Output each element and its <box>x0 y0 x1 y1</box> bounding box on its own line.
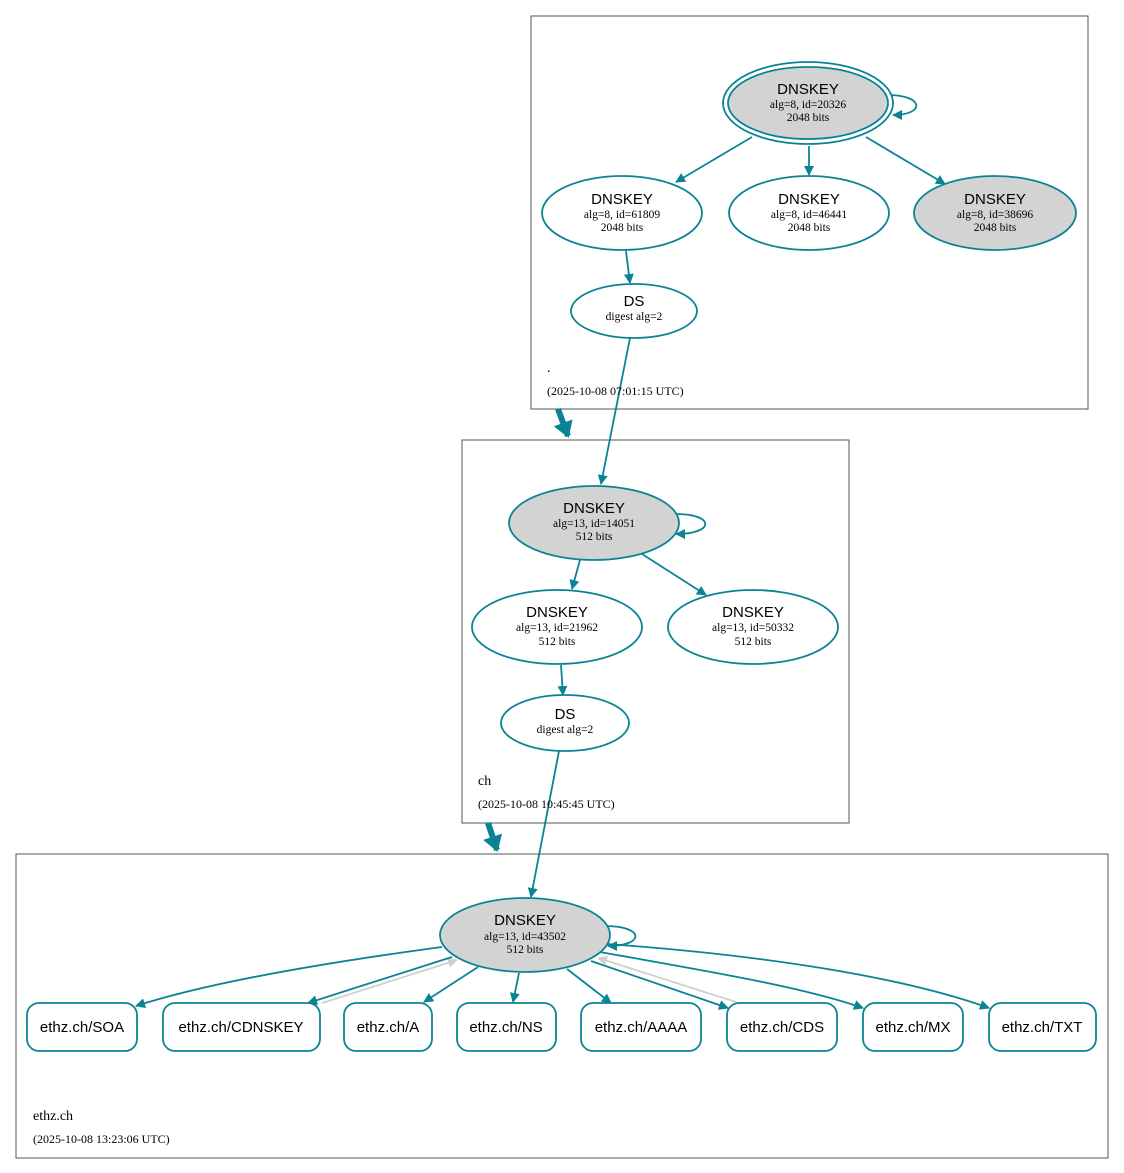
edge-ethz-ns <box>509 972 520 1003</box>
node-alg: digest alg=2 <box>537 724 594 736</box>
delegation-arrow-root-ch <box>553 407 573 438</box>
rrset-label: ethz.ch/CDS <box>740 1019 824 1036</box>
rrset-txt[interactable]: ethz.ch/TXT <box>988 1002 1097 1052</box>
node-title: DS <box>555 706 576 723</box>
node-alg: alg=13, id=14051 <box>553 518 635 530</box>
node-alg: alg=13, id=43502 <box>484 931 566 943</box>
edge-ch-zsk1-ds <box>557 664 568 696</box>
rrset-cds[interactable]: ethz.ch/CDS <box>726 1002 838 1052</box>
node-title: DNSKEY <box>777 81 839 98</box>
edge-ethz-cds <box>590 960 729 1010</box>
rrset-label: ethz.ch/A <box>357 1019 420 1036</box>
rrset-ns[interactable]: ethz.ch/NS <box>456 1002 557 1052</box>
rrset-label: ethz.ch/AAAA <box>595 1019 688 1036</box>
rrset-soa[interactable]: ethz.ch/SOA <box>26 1002 138 1052</box>
edge-root-ksk-zsk3 <box>865 136 946 185</box>
edge-ethz-soa <box>135 946 443 1008</box>
node-title: DNSKEY <box>494 912 556 929</box>
node-ch-zsk-21962[interactable]: DNSKEY alg=13, id=21962 512 bits <box>471 589 643 665</box>
edge-ethz-cdnskey <box>307 956 453 1006</box>
rrset-label: ethz.ch/TXT <box>1002 1019 1083 1036</box>
node-title: DS <box>624 293 645 310</box>
rrset-aaaa[interactable]: ethz.ch/AAAA <box>580 1002 702 1052</box>
node-ch-ksk[interactable]: DNSKEY alg=13, id=14051 512 bits <box>508 485 680 561</box>
rrset-mx[interactable]: ethz.ch/MX <box>862 1002 964 1052</box>
edge-ethz-txt <box>606 943 990 1010</box>
node-bits: 2048 bits <box>601 222 644 234</box>
rrset-cdnskey[interactable]: ethz.ch/CDNSKEY <box>162 1002 321 1052</box>
node-title: DNSKEY <box>722 604 784 621</box>
node-title: DNSKEY <box>778 191 840 208</box>
rrset-a[interactable]: ethz.ch/A <box>343 1002 433 1052</box>
node-root-key-38696[interactable]: DNSKEY alg=8, id=38696 2048 bits <box>913 175 1077 251</box>
rrset-label: ethz.ch/SOA <box>40 1019 124 1036</box>
node-alg: alg=13, id=50332 <box>712 622 794 634</box>
node-ch-zsk-50332[interactable]: DNSKEY alg=13, id=50332 512 bits <box>667 589 839 665</box>
edge-ch-ds-ethz-ksk <box>527 750 560 898</box>
zone-ch-timestamp: (2025-10-08 10:45:45 UTC) <box>478 797 615 811</box>
edge-root-zsk1-ds <box>623 250 634 284</box>
rrset-label: ethz.ch/NS <box>469 1019 542 1036</box>
edge-ch-ksk-zsk2 <box>641 553 707 596</box>
zone-root-timestamp: (2025-10-08 07:01:15 UTC) <box>547 384 684 398</box>
node-bits: 2048 bits <box>974 222 1017 234</box>
rrset-label: ethz.ch/CDNSKEY <box>178 1019 303 1036</box>
node-title: DNSKEY <box>964 191 1026 208</box>
zone-ch-name: ch <box>478 774 491 789</box>
node-alg: alg=8, id=38696 <box>957 209 1033 221</box>
node-bits: 512 bits <box>735 636 772 648</box>
node-alg: digest alg=2 <box>606 311 663 323</box>
node-alg: alg=8, id=46441 <box>771 209 847 221</box>
node-root-zsk-61809[interactable]: DNSKEY alg=8, id=61809 2048 bits <box>541 175 703 251</box>
edge-ethz-mx <box>599 951 864 1010</box>
node-bits: 512 bits <box>576 531 613 543</box>
node-root-ksk[interactable]: DNSKEY alg=8, id=20326 2048 bits <box>722 61 894 145</box>
edge-root-ksk-self <box>886 94 918 120</box>
rrset-label: ethz.ch/MX <box>875 1019 950 1036</box>
edge-ch-ksk-zsk1 <box>569 559 581 590</box>
edge-ethz-a <box>423 966 479 1003</box>
node-title: DNSKEY <box>563 500 625 517</box>
node-alg: alg=8, id=61809 <box>584 209 660 221</box>
node-bits: 2048 bits <box>787 112 830 124</box>
node-bits: 512 bits <box>539 636 576 648</box>
delegation-arrow-ch-ethz <box>483 822 503 852</box>
node-root-zsk-46441[interactable]: DNSKEY alg=8, id=46441 2048 bits <box>728 175 890 251</box>
edge-grey-cds <box>597 955 737 1003</box>
zone-ethz-timestamp: (2025-10-08 13:23:06 UTC) <box>33 1132 170 1146</box>
zone-ethz-name: ethz.ch <box>33 1109 73 1124</box>
edge-ethz-aaaa <box>566 968 612 1004</box>
edge-grey-cdnskey <box>321 957 458 1004</box>
node-title: DNSKEY <box>526 604 588 621</box>
node-ethz-ksk[interactable]: DNSKEY alg=13, id=43502 512 bits <box>439 897 611 973</box>
node-ch-ds[interactable]: DS digest alg=2 <box>500 694 630 752</box>
edge-root-ds-ch-ksk <box>597 337 631 485</box>
node-title: DNSKEY <box>591 191 653 208</box>
edge-root-ksk-zsk1 <box>675 136 753 183</box>
node-root-ds[interactable]: DS digest alg=2 <box>570 283 698 339</box>
node-alg: alg=13, id=21962 <box>516 622 598 634</box>
node-bits: 2048 bits <box>788 222 831 234</box>
node-bits: 512 bits <box>507 944 544 956</box>
node-alg: alg=8, id=20326 <box>770 99 846 111</box>
edge-ch-ksk-self <box>675 513 707 539</box>
zone-root-name: . <box>547 361 551 376</box>
